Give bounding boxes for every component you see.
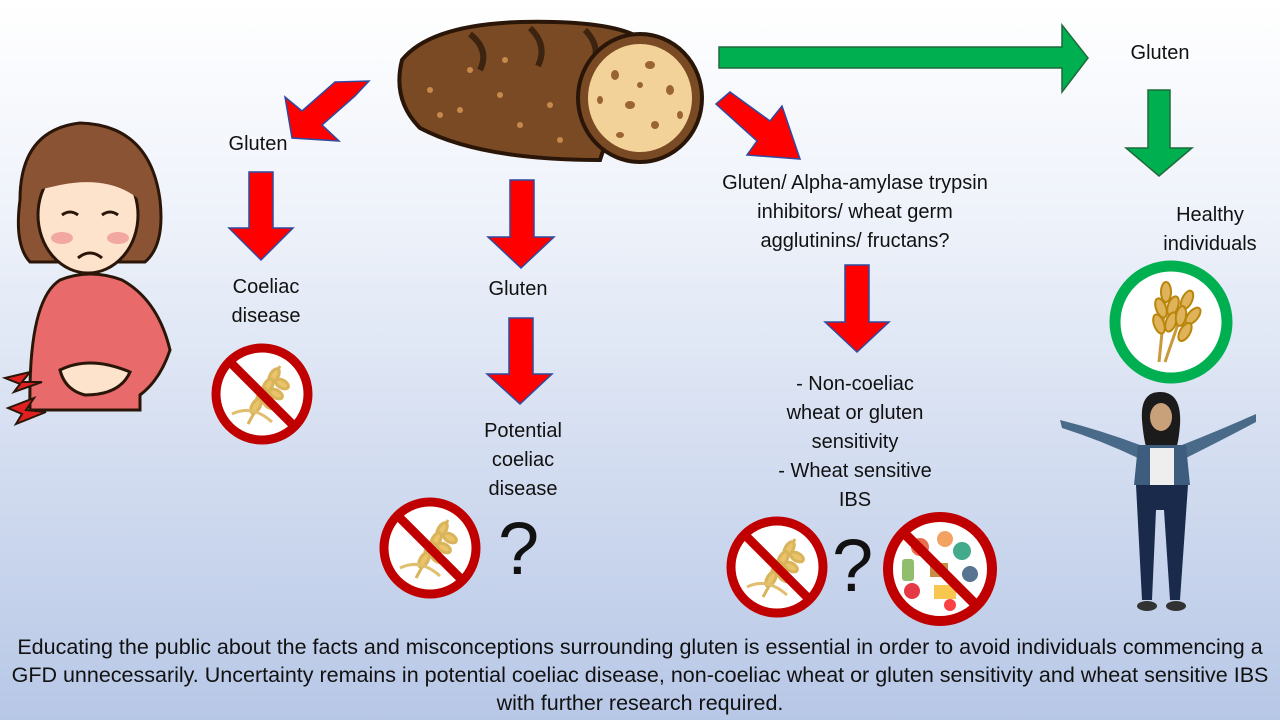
- coeliac-disease-label: Coeliac disease: [231, 276, 301, 327]
- gluten-right-label: Gluten: [1130, 42, 1190, 64]
- healthy-woman-icon: [1060, 392, 1256, 611]
- red-arrows: [227, 80, 891, 406]
- arrow-gluten-to-healthy: [1123, 89, 1195, 177]
- no-gluten-icon: [216, 348, 308, 440]
- triggers-label: Gluten/ Alpha-amylase trypsin inhibitors…: [722, 172, 988, 252]
- arrow-triggers-to-ncgs: [823, 264, 891, 354]
- arrow-bread-to-gluten-left: [283, 80, 371, 142]
- question-mark-ncgs: ?: [832, 524, 874, 607]
- summary-caption: Educating the public about the facts and…: [11, 635, 1269, 715]
- potential-coeliac-label: Potential coeliac disease: [484, 420, 562, 500]
- ncgs-ibs-label: - Non-coeliac wheat or gluten sensitivit…: [778, 373, 932, 511]
- arrow-bread-to-triggers: [714, 91, 802, 160]
- arrow-bread-to-gluten-right: [718, 22, 1089, 95]
- healthy-individuals-label: Healthy individuals: [1163, 204, 1257, 255]
- arrow-gluten-to-potential: [485, 317, 554, 406]
- bread-icon: [397, 19, 704, 164]
- question-mark-potential: ?: [498, 507, 540, 590]
- arrow-gluten-to-coeliac: [227, 171, 295, 262]
- arrow-bread-to-gluten-center: [486, 179, 556, 270]
- no-fodmap-food-icon: [883, 512, 997, 626]
- no-gluten-icon: [384, 502, 476, 594]
- sick-woman-icon: [1, 121, 172, 427]
- gluten-left-label: Gluten: [228, 133, 288, 155]
- wheat-allowed-icon: [1109, 260, 1233, 384]
- green-arrows: [718, 22, 1195, 177]
- no-gluten-icon: [731, 521, 823, 613]
- gluten-center-label: Gluten: [488, 278, 548, 300]
